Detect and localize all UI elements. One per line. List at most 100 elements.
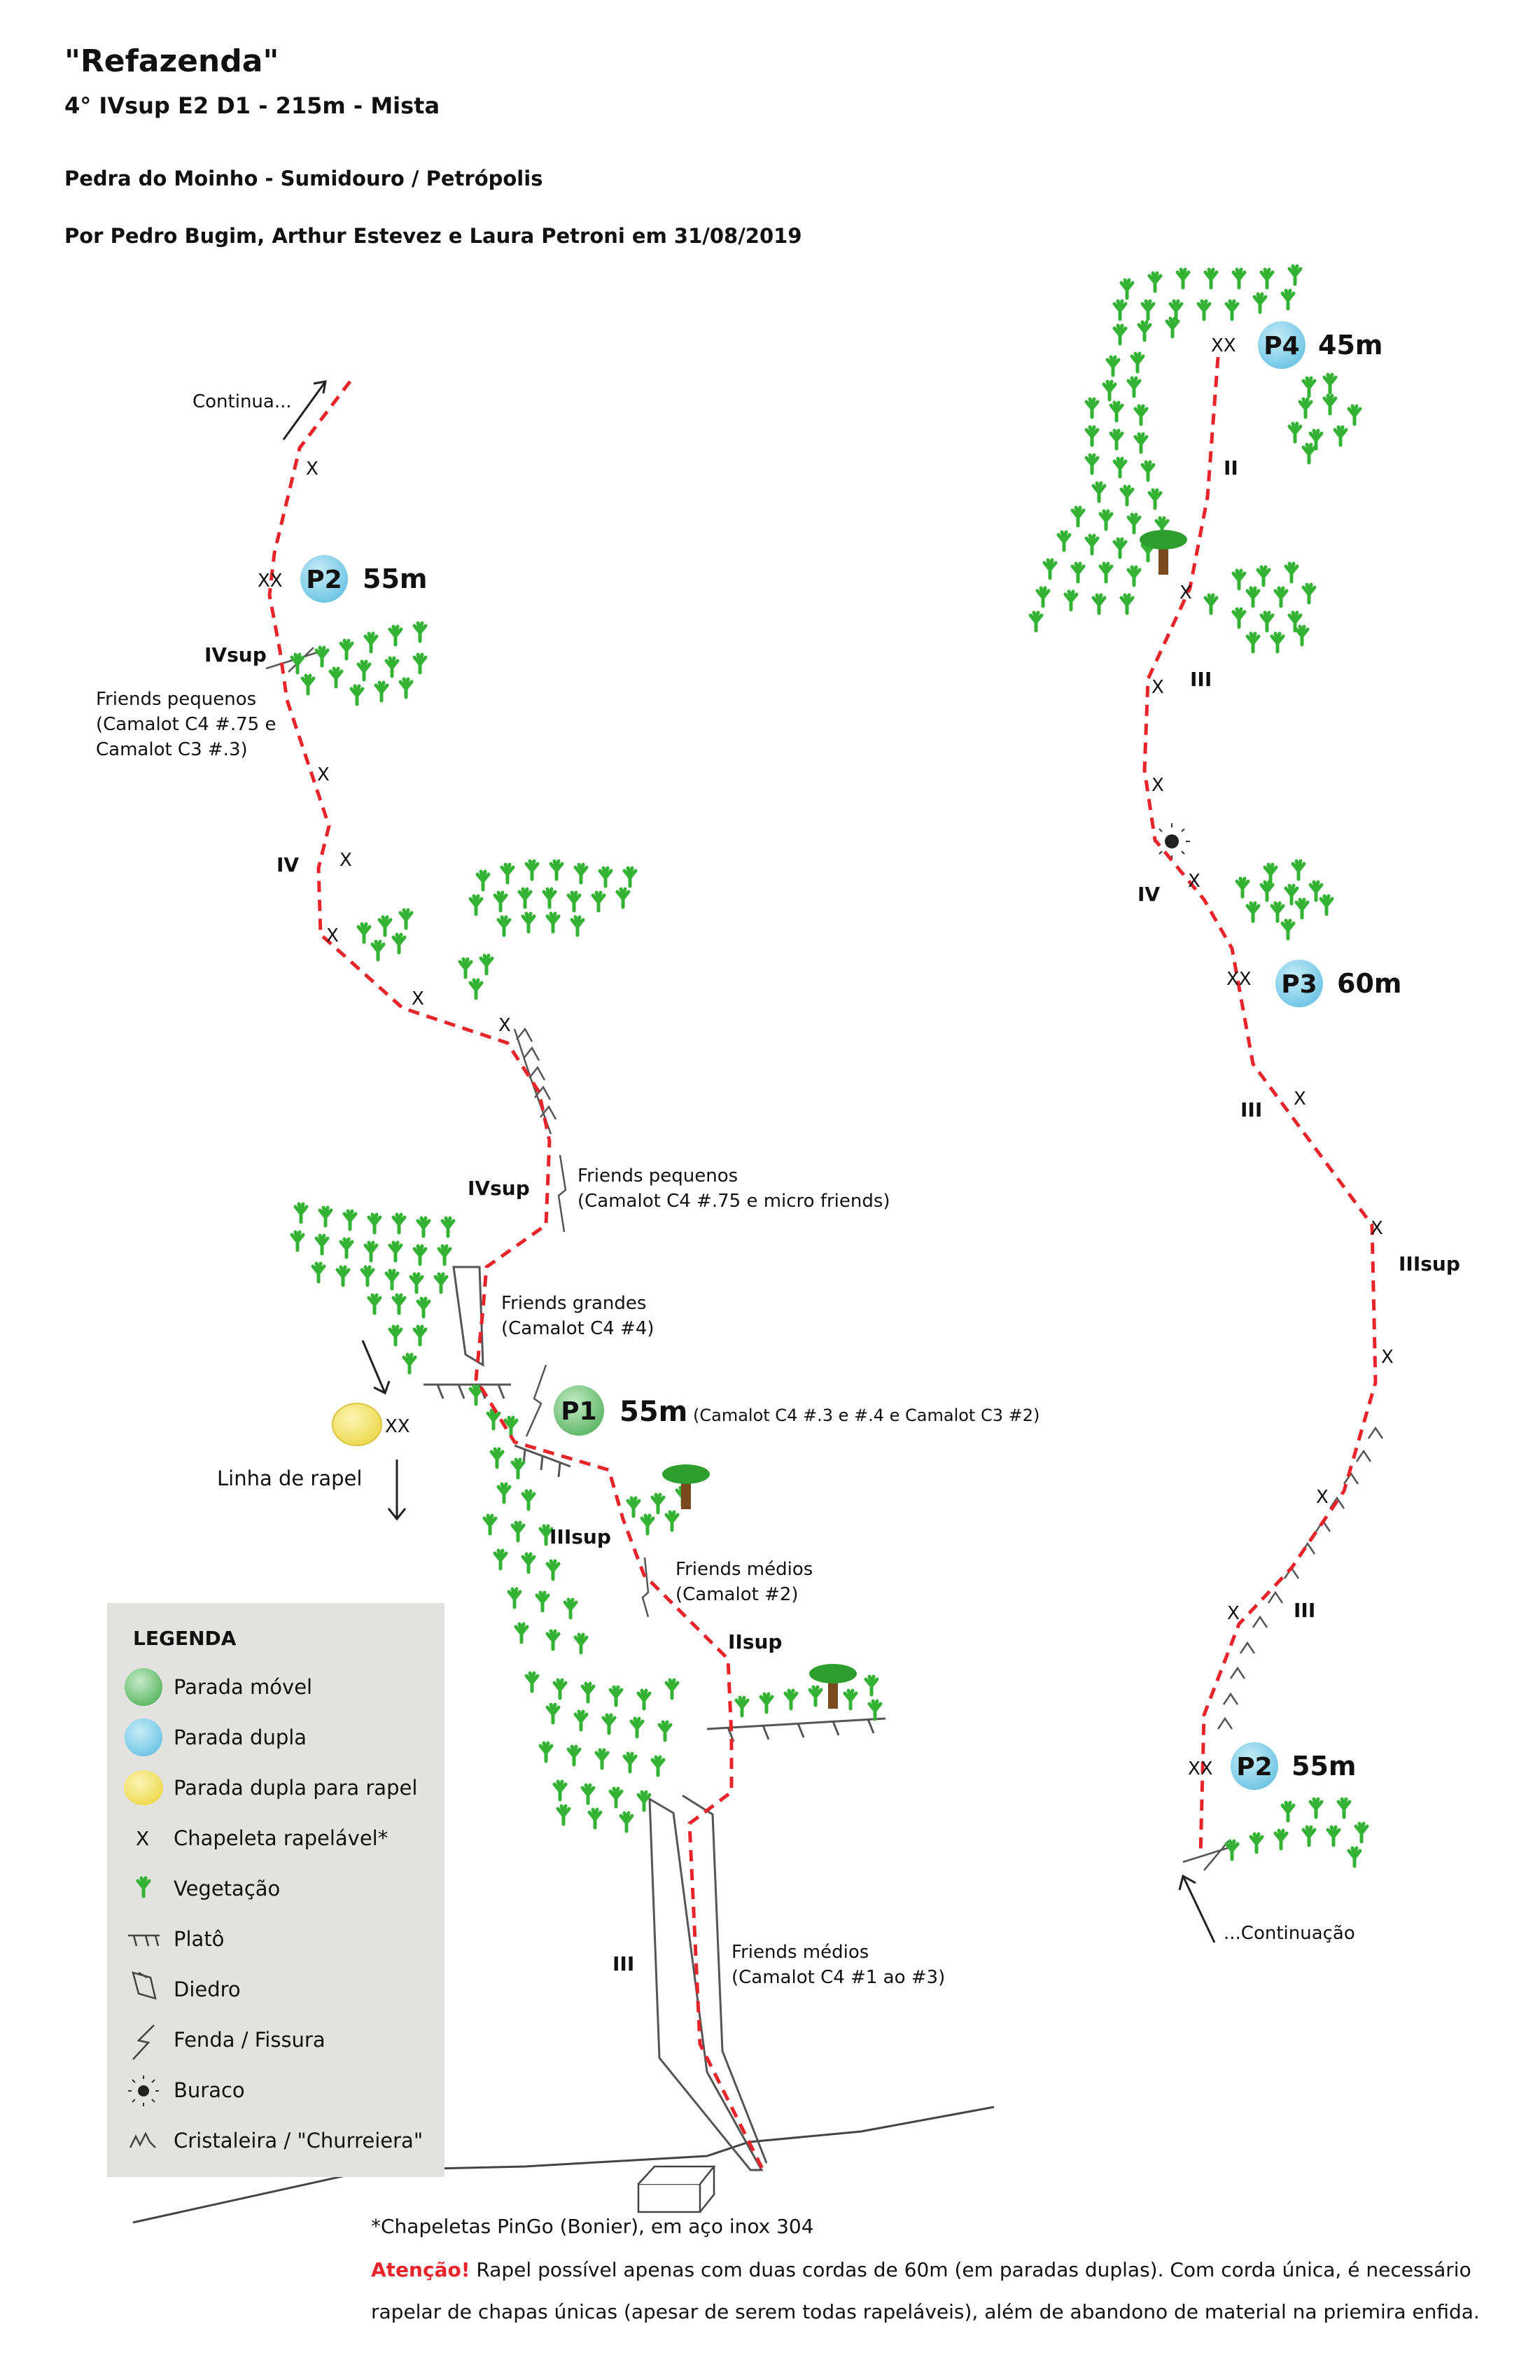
warning-line-1: Atenção! Rapel possível apenas com duas … <box>371 2258 1471 2281</box>
note-friends-pequenos-1c: Camalot C3 #.3) <box>96 739 248 760</box>
legend-item-label: Vegetação <box>174 1877 280 1900</box>
warning-label: Atenção! <box>371 2258 470 2281</box>
note-friends-pequenos-1: Friends pequenos <box>96 689 256 710</box>
arrow-rapel-in <box>361 1340 391 1395</box>
warning-line-2: rapelar de chapas únicas (apesar de sere… <box>371 2300 1480 2323</box>
bolts-note: *Chapeletas PinGo (Bonier), em aço inox … <box>371 2215 814 2238</box>
double-bolt-marker: XX <box>1226 969 1252 990</box>
belay-p3-icon <box>1275 960 1323 1007</box>
route-location: Pedra do Moinho - Sumidouro / Petrópolis <box>64 167 543 190</box>
rock-boulder <box>637 2165 716 2213</box>
belay-p2-right-icon <box>1231 1742 1278 1790</box>
bolt-marker: X <box>1371 1218 1383 1239</box>
legend-item-label: Diedro <box>174 1977 241 2001</box>
route-line-right <box>1142 356 1378 1856</box>
trees <box>662 530 1187 1709</box>
x-bolt-icon: X <box>136 1827 149 1850</box>
crystal-column-left <box>513 1027 557 1135</box>
legend-item-label: Parada dupla <box>174 1726 307 1749</box>
p3-name: P3 <box>1281 970 1317 999</box>
grade-label: IIsup <box>728 1630 782 1653</box>
dihedral-lower <box>648 1794 768 2171</box>
dihedral-mid <box>452 1266 484 1367</box>
double-bolt-marker: XX <box>258 570 283 592</box>
crack-icon <box>132 2024 155 2060</box>
double-bolt-marker: XX <box>1211 335 1236 356</box>
bolt-marker: X <box>1188 871 1200 892</box>
note-continuacao: ...Continuação <box>1224 1923 1355 1944</box>
arrow-continuacao <box>1178 1874 1216 1943</box>
note-linha-rapel: Linha de rapel <box>217 1466 362 1490</box>
hole-feature <box>1154 823 1190 860</box>
grade-label: III <box>1190 668 1212 691</box>
legend-title: LEGENDA <box>133 1627 237 1650</box>
belay-p1-icon <box>554 1385 604 1436</box>
ledge-p1 <box>424 1383 511 1399</box>
ledge-lower <box>514 1444 571 1478</box>
route-authors: Por Pedro Bugim, Arthur Estevez e Laura … <box>64 224 802 248</box>
bolt-marker: X <box>1294 1088 1306 1110</box>
legend-panel <box>107 1603 444 2177</box>
legend-item-label: Platô <box>174 1927 224 1951</box>
grade-label: IV <box>1138 883 1160 906</box>
warning-text: Rapel possível apenas com duas cordas de… <box>470 2258 1471 2281</box>
bolt-marker: X <box>1152 677 1164 698</box>
blue-circle-icon <box>125 1718 162 1756</box>
route-title: "Refazenda" <box>64 43 279 79</box>
grade-label: III <box>612 1952 634 1975</box>
note-friends-pequenos-2b: (Camalot C4 #.75 e micro friends) <box>578 1191 890 1212</box>
p2-left-length: 55m <box>363 564 427 594</box>
bolt-marker: X <box>1316 1487 1329 1508</box>
note-continua: Continua... <box>192 391 292 412</box>
p2-left-name: P2 <box>306 566 342 594</box>
bolt-marker: X <box>1381 1347 1394 1368</box>
note-friends-grandes: Friends grandes <box>501 1293 646 1314</box>
vegetation-clusters <box>292 266 1367 1866</box>
legend-item-label: Parada móvel <box>174 1675 312 1699</box>
ledge-tree <box>706 1717 886 1742</box>
note-friends-pequenos-2: Friends pequenos <box>578 1166 738 1186</box>
p2-right-length: 55m <box>1292 1751 1356 1782</box>
bolt-marker: X <box>326 925 339 946</box>
dihedral-icon <box>132 1971 157 2000</box>
p4-name: P4 <box>1264 332 1299 360</box>
double-bolt-marker: XX <box>1188 1758 1213 1779</box>
grade-label: II <box>1224 456 1238 479</box>
p2-right-name: P2 <box>1236 1753 1272 1782</box>
bolt-marker: X <box>1152 775 1164 796</box>
crystal-icon <box>129 2132 156 2148</box>
note-friends-medios-2: Friends médios <box>732 1942 869 1963</box>
arrow-rapel-down <box>387 1460 407 1521</box>
bolt-marker: X <box>306 458 318 479</box>
hole-icon <box>128 2076 159 2106</box>
legend-item-label: Buraco <box>174 2078 245 2102</box>
legend-item-label: Fenda / Fissura <box>174 2028 326 2052</box>
note-friends-pequenos-1b: (Camalot C4 #.75 e <box>96 714 276 735</box>
route-grade: 4° IVsup E2 D1 - 215m - Mista <box>64 92 440 119</box>
grade-label: IIIsup <box>1399 1252 1460 1275</box>
yellow-circle-icon <box>124 1770 163 1805</box>
p1-gear: (Camalot C4 #.3 e #.4 e Camalot C3 #2) <box>693 1406 1040 1425</box>
bolt-marker: X <box>317 764 330 785</box>
route-line-left <box>267 380 765 2171</box>
arrow-continua <box>282 380 327 440</box>
legend-item-label: Chapeleta rapelável* <box>174 1826 388 1850</box>
double-bolt-marker: XX <box>385 1416 410 1437</box>
legend-item-label: Cristaleira / "Churreiera" <box>174 2129 423 2152</box>
green-circle-icon <box>125 1668 162 1706</box>
crystal-series-right <box>1217 1426 1384 1730</box>
belay-p2-left-icon <box>300 555 348 603</box>
p3-length: 60m <box>1337 968 1401 999</box>
grade-label: IV <box>276 853 299 876</box>
p4-length: 45m <box>1318 330 1382 360</box>
bolt-marker: X <box>412 988 424 1009</box>
bolt-marker: X <box>1227 1603 1240 1624</box>
legend-item-label: Parada dupla para rapel <box>174 1776 417 1800</box>
note-friends-medios-2b: (Camalot C4 #1 ao #3) <box>732 1967 945 1988</box>
grade-label: III <box>1294 1599 1315 1622</box>
note-friends-medios-1: Friends médios <box>676 1559 813 1580</box>
p1-length: 55m <box>620 1396 687 1428</box>
grade-label: IVsup <box>468 1177 530 1200</box>
grade-label: IIIsup <box>550 1525 611 1548</box>
